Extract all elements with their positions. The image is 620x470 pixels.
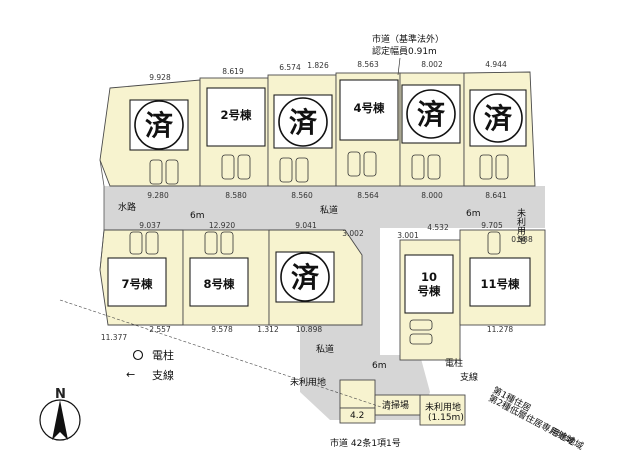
mid-dim-7: 9.705 (481, 221, 503, 230)
mid-dim-6: 4.532 (427, 223, 449, 232)
mid-dim-8: 0.588 (511, 235, 533, 244)
road-width-bottom: 6m (372, 361, 387, 371)
parking-marks-bottom (129, 231, 501, 345)
unused-lot-right (419, 394, 466, 426)
top-sold-label-5: 済 (417, 98, 446, 131)
top-sold-circle-1 (134, 100, 184, 150)
road-width-left: 6m (190, 211, 205, 221)
front-dim-1: 9.280 (147, 191, 169, 200)
top-dim-7: 4.944 (485, 60, 507, 69)
pole-legend-icon (132, 349, 144, 361)
top-dim-6: 8.002 (421, 60, 443, 69)
bottom-dim-3: 9.578 (211, 325, 233, 334)
mid-dims: 9.037 12.920 9.041 3.002 3.001 4.532 9.705 0.58… (139, 221, 533, 244)
mid-dim-5: 3.001 (397, 231, 419, 240)
front-dim-3: 8.560 (291, 191, 313, 200)
unused-land-bottom-left: 未利用地 (290, 376, 326, 388)
dim-4-2: 4.2 (350, 411, 364, 421)
north-label: N (55, 387, 66, 402)
top-sold-circle-6 (473, 93, 523, 143)
bottom-building-label-1: 7号棟 (121, 277, 153, 291)
note-top-leader (397, 57, 401, 76)
parking-marks-top (149, 151, 509, 185)
mid-dim-2: 12.920 (209, 221, 235, 230)
top-building-label-4: 4号棟 (353, 101, 385, 115)
top-sold-label-3: 済 (289, 106, 318, 139)
top-dim-1: 9.928 (149, 73, 171, 82)
building-2 (206, 87, 266, 147)
lot-4-2 (339, 407, 376, 424)
mid-dim-1: 9.037 (139, 221, 161, 230)
top-sold-label-1: 済 (145, 109, 174, 142)
lot-front-dims: 9.280 8.580 8.560 8.564 8.000 8.641 (147, 191, 507, 200)
top-sold-label-6: 済 (484, 102, 513, 135)
bottom-building-label-4-line1: 10 (421, 270, 437, 284)
top-sold-circle-3 (278, 97, 328, 147)
front-dim-4: 8.564 (357, 191, 379, 200)
top-dim-2: 8.619 (222, 67, 244, 76)
top-dim-4: 1.826 (307, 61, 329, 70)
building-11 (469, 257, 531, 307)
bottom-dim-4: 1.312 (257, 325, 279, 334)
zoning-line3: 用途地域 (548, 425, 585, 453)
note-top-line1: 市道（基準法外） (372, 33, 444, 45)
mid-dim-4: 3.002 (342, 229, 364, 238)
north-arrow: N (39, 387, 81, 441)
pole-small-label: 電柱 (445, 357, 463, 369)
top-sold-circle-5 (406, 89, 456, 139)
guy-wire-line (59, 299, 391, 411)
bottom-dim-6: 11.278 (487, 325, 513, 334)
front-dim-6: 8.641 (485, 191, 507, 200)
water-channel-edge (99, 159, 105, 271)
wire-small-label: 支線 (460, 371, 478, 383)
unused-land-right-label: 未利用地 (515, 207, 526, 244)
cleaning-area-label: 清掃場 (382, 399, 409, 411)
front-dim-2: 8.580 (225, 191, 247, 200)
bottom-building-label-5: 11号棟 (480, 277, 520, 291)
unused-land-bottom-note: (1.15m) (428, 413, 464, 423)
building-7 (107, 257, 167, 307)
bottom-building-label-2: 8号棟 (203, 277, 235, 291)
north-arrow-icon (52, 400, 68, 440)
front-dim-5: 8.000 (421, 191, 443, 200)
legend-wire-label: 支線 (152, 368, 174, 382)
building-8 (189, 257, 249, 307)
unused-land-bottom-right: 未利用地 (425, 401, 461, 413)
street-bottom-label: 市道 42条1項1号 (330, 437, 401, 449)
top-dims: 9.928 8.619 6.574 1.826 8.563 8.002 4.944 (149, 60, 507, 82)
private-road-label: 私道 (320, 204, 338, 216)
building-4 (339, 79, 399, 141)
bottom-sold-circle-3 (280, 252, 330, 302)
bottom-sold-label-3: 済 (291, 261, 320, 294)
bottom-private-road: 私道 (316, 343, 334, 355)
bottom-dim-2: 2.557 (149, 325, 171, 334)
unused-lot-left (339, 379, 376, 409)
note-top-line2: 認定幅員0.91m (372, 45, 437, 57)
bottom-dim-5: 10.898 (296, 325, 322, 334)
legend: 電柱 ← 支線 (126, 348, 174, 382)
bottom-dims: 11.377 2.557 9.578 1.312 10.898 11.278 (101, 325, 513, 342)
mid-dim-3: 9.041 (295, 221, 317, 230)
road-width-right: 6m (466, 209, 481, 219)
bottom-dim-1: 11.377 (101, 333, 127, 342)
top-dim-5: 8.563 (357, 60, 379, 69)
bottom-building-label-4-line2: 号棟 (418, 284, 441, 298)
legend-pole-label: 電柱 (152, 348, 174, 362)
zoning-note: 第1種住居 第2種低層住居専用地域 用途地域 (486, 384, 585, 453)
top-building-label-2: 2号棟 (220, 108, 252, 122)
building-10 (404, 254, 454, 314)
water-channel-label: 水路 (118, 201, 136, 213)
top-dim-3: 6.574 (279, 63, 301, 72)
legend-wire-icon: ← (126, 368, 135, 381)
